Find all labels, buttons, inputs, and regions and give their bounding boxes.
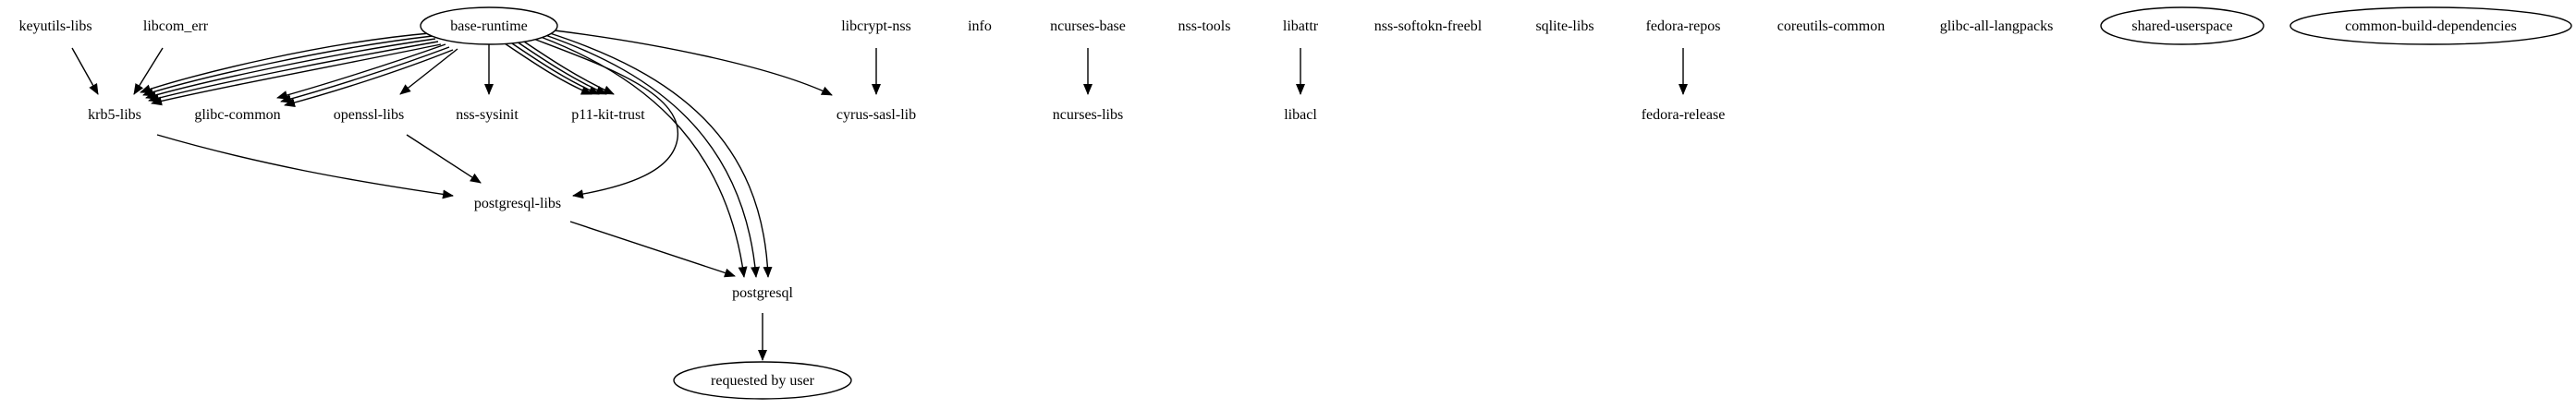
- node-label-common-build-dependencies: common-build-dependencies: [2345, 18, 2517, 34]
- node-glibc-common: glibc-common: [194, 107, 280, 123]
- node-label-keyutils-libs: keyutils-libs: [18, 18, 92, 34]
- node-postgresql-libs: postgresql-libs: [474, 196, 561, 211]
- node-libacl: libacl: [1284, 107, 1317, 123]
- node-label-libattr: libattr: [1283, 18, 1319, 34]
- node-ellipse-shared-userspace: [2100, 6, 2265, 45]
- node-nss-tools: nss-tools: [1178, 18, 1231, 34]
- node-label-nss-softokn-freebl: nss-softokn-freebl: [1374, 18, 1483, 34]
- node-info: info: [968, 18, 992, 34]
- node-keyutils-libs: keyutils-libs: [18, 18, 92, 34]
- edge-base-runtime-to-postgresql: [549, 32, 773, 278]
- node-fedora-release: fedora-release: [1642, 107, 1726, 123]
- node-label-nss-tools: nss-tools: [1178, 18, 1231, 34]
- edge-keyutils-libs-to-krb5-libs: [71, 47, 99, 95]
- edge-base-runtime-to-postgresql: [540, 36, 748, 278]
- edge-base-runtime-to-glibc-common: [276, 43, 446, 100]
- node-label-info: info: [968, 18, 992, 34]
- edge-base-runtime-to-p11-kit-trust: [508, 41, 600, 95]
- node-nss-softokn-freebl: nss-softokn-freebl: [1374, 18, 1483, 34]
- edge-base-runtime-to-p11-kit-trust: [504, 42, 592, 95]
- node-ellipse-common-build-dependencies: [2289, 6, 2572, 45]
- edge-base-runtime-to-p11-kit-trust: [513, 39, 607, 95]
- node-label-postgresql-libs: postgresql-libs: [474, 196, 561, 211]
- edge-base-runtime-to-krb5-libs: [148, 41, 439, 103]
- edge-libcom_err-to-krb5-libs: [133, 47, 164, 95]
- node-label-ncurses-base: ncurses-base: [1050, 18, 1126, 34]
- node-libcrypt-nss: libcrypt-nss: [841, 18, 911, 34]
- node-p11-kit-trust: p11-kit-trust: [571, 107, 645, 123]
- node-label-krb5-libs: krb5-libs: [88, 107, 141, 123]
- node-label-sqlite-libs: sqlite-libs: [1535, 18, 1593, 34]
- node-common-build-dependencies: common-build-dependencies: [2289, 6, 2572, 45]
- node-label-p11-kit-trust: p11-kit-trust: [571, 107, 645, 123]
- edge-base-runtime-to-krb5-libs: [140, 32, 431, 94]
- node-glibc-all-langpacks: glibc-all-langpacks: [1940, 18, 2054, 34]
- node-ellipse-base-runtime: [420, 6, 558, 45]
- node-label-base-runtime: base-runtime: [450, 18, 528, 34]
- nodes-layer: keyutils-libs libcom_err base-runtime libcr…: [18, 6, 2572, 400]
- edges-layer: [71, 30, 1688, 361]
- node-fedora-repos: fedora-repos: [1646, 18, 1721, 34]
- edge-base-runtime-to-p11-kit-trust: [518, 37, 615, 95]
- node-ncurses-libs: ncurses-libs: [1053, 107, 1123, 123]
- node-nss-sysinit: nss-sysinit: [456, 107, 519, 123]
- node-label-cyrus-sasl-lib: cyrus-sasl-lib: [836, 107, 916, 123]
- node-shared-userspace: shared-userspace: [2100, 6, 2265, 45]
- edge-base-runtime-to-krb5-libs: [142, 35, 433, 97]
- node-label-openssl-libs: openssl-libs: [334, 107, 404, 123]
- edge-krb5-libs-to-postgresql-libs: [156, 134, 454, 199]
- node-label-libacl: libacl: [1284, 107, 1317, 123]
- node-ellipse-requested-by-user: [673, 361, 852, 400]
- node-label-nss-sysinit: nss-sysinit: [456, 107, 519, 123]
- node-label-shared-userspace: shared-userspace: [2131, 18, 2232, 34]
- node-label-fedora-release: fedora-release: [1642, 107, 1726, 123]
- edge-base-runtime-to-krb5-libs: [151, 43, 442, 106]
- node-label-glibc-all-langpacks: glibc-all-langpacks: [1940, 18, 2054, 34]
- node-cyrus-sasl-lib: cyrus-sasl-lib: [836, 107, 916, 123]
- edge-postgresql-libs-to-postgresql: [569, 221, 736, 278]
- edge-base-runtime-to-postgresql: [544, 34, 761, 278]
- node-postgresql: postgresql: [732, 285, 793, 301]
- node-libcom_err: libcom_err: [143, 18, 209, 34]
- edge-openssl-libs-to-postgresql-libs: [406, 134, 482, 184]
- edge-base-runtime-to-krb5-libs: [145, 38, 436, 100]
- node-label-ncurses-libs: ncurses-libs: [1053, 107, 1123, 123]
- node-coreutils-common: coreutils-common: [1777, 18, 1885, 34]
- node-label-libcrypt-nss: libcrypt-nss: [841, 18, 911, 34]
- node-requested-by-user: requested by user: [673, 361, 852, 400]
- node-label-glibc-common: glibc-common: [194, 107, 280, 123]
- edge-base-runtime-to-glibc-common: [284, 49, 454, 107]
- edge-base-runtime-to-glibc-common: [280, 46, 450, 103]
- edge-base-runtime-to-cyrus-sasl-lib: [554, 30, 833, 96]
- node-sqlite-libs: sqlite-libs: [1535, 18, 1593, 34]
- node-label-libcom_err: libcom_err: [143, 18, 209, 34]
- edge-base-runtime-to-openssl-libs: [399, 48, 458, 95]
- node-label-fedora-repos: fedora-repos: [1646, 18, 1721, 34]
- edge-base-runtime-to-postgresql-libs: [528, 36, 678, 199]
- node-openssl-libs: openssl-libs: [334, 107, 404, 123]
- node-base-runtime: base-runtime: [420, 6, 558, 45]
- node-label-coreutils-common: coreutils-common: [1777, 18, 1885, 34]
- node-label-requested-by-user: requested by user: [711, 373, 815, 389]
- node-ncurses-base: ncurses-base: [1050, 18, 1126, 34]
- node-label-postgresql: postgresql: [732, 285, 793, 301]
- node-krb5-libs: krb5-libs: [88, 107, 141, 123]
- node-libattr: libattr: [1283, 18, 1319, 34]
